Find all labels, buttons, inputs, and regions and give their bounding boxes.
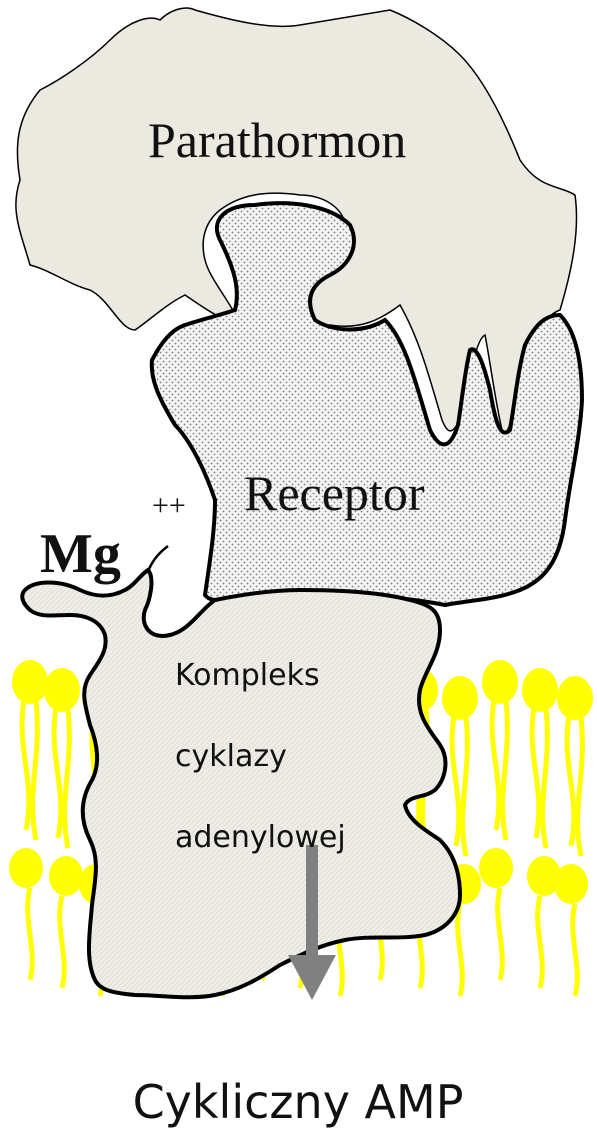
lipid-tail (452, 716, 467, 856)
lipid-head (522, 668, 558, 712)
complex-label-line1: Kompleks (175, 658, 320, 693)
complex-label-line2: cyklazy (175, 739, 287, 774)
lipid-head (442, 676, 478, 720)
mg-ion-label: Mg (40, 523, 121, 585)
lipid-tail (54, 708, 69, 848)
lipid-tail (492, 700, 507, 840)
lipid-head (557, 676, 593, 720)
lipid-head (554, 864, 588, 904)
adenylate-cyclase-complex-shape (22, 570, 460, 997)
lipid-tail (458, 904, 463, 996)
lipid-head (9, 848, 43, 888)
lipid-head (479, 848, 513, 888)
lipid-tail (22, 700, 37, 840)
lipid-head (49, 856, 83, 896)
product-label: Cykliczny AMP (133, 1075, 464, 1129)
lipid-head (44, 668, 80, 712)
hormone-label: Parathormon (148, 112, 406, 168)
lipid-tail (573, 904, 578, 996)
receptor-label: Receptor (244, 465, 425, 521)
lipid-tail (567, 716, 582, 856)
lipid-tail (532, 708, 547, 848)
lipid-tail (498, 888, 503, 980)
complex-label-line3: adenylowej (175, 820, 346, 855)
lipid-tail (538, 896, 543, 988)
lipid-tail (28, 888, 33, 980)
lipid-tail (60, 896, 65, 988)
lipid-head (482, 660, 518, 704)
lipid-head (12, 660, 48, 704)
mg-charge-label: ++ (152, 489, 186, 522)
mg-contact-line (148, 546, 168, 572)
